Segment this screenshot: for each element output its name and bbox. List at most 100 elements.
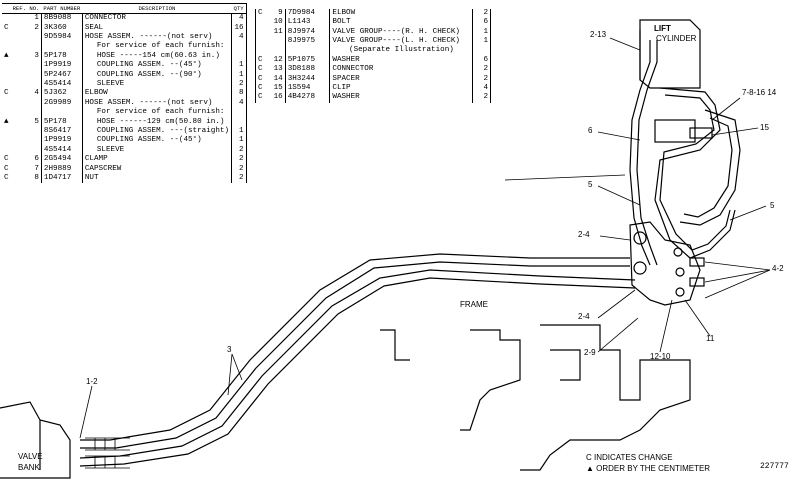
- description: SLEEVE: [96, 145, 125, 154]
- change-mark: C: [4, 23, 9, 32]
- table-row: 4S5414 SLEEVE 2: [2, 145, 247, 156]
- table-row: (Separate Illustration): [256, 46, 491, 56]
- description: SPACER: [332, 74, 360, 83]
- ref-no: 11: [269, 28, 286, 38]
- valve-group: [629, 221, 705, 306]
- callout-12-10: 12-10: [650, 352, 671, 361]
- quantity: 1: [231, 136, 247, 146]
- part-number: [41, 108, 83, 118]
- quantity: 2: [472, 93, 491, 103]
- description: COUPLING ASSEM. --(90°): [96, 70, 202, 79]
- callout-2-9: 2-9: [584, 348, 596, 357]
- lift-cylinder: [639, 19, 701, 89]
- description: HOSE ASSEM. ------(not serv): [84, 33, 213, 42]
- quantity: 4: [231, 33, 247, 43]
- part-number: 1P9919: [41, 61, 83, 71]
- quantity: 2: [231, 155, 247, 165]
- ref-no: 10: [269, 18, 286, 28]
- quantity: 2: [231, 174, 247, 184]
- description: CONNECTOR: [332, 65, 374, 74]
- ref-no: 9: [269, 9, 286, 19]
- description: WASHER: [332, 55, 360, 64]
- change-mark: C: [258, 55, 263, 64]
- quantity: 1: [472, 37, 491, 47]
- part-number: 5J362: [41, 89, 83, 99]
- part-number: 5P1075: [285, 56, 331, 66]
- description: HOSE -----154 cm(60.63 in.): [96, 51, 220, 60]
- change-mark: C: [258, 65, 263, 74]
- part-number: 3H3244: [285, 75, 331, 85]
- ref-no: 4: [10, 89, 42, 99]
- long-hoses: [79, 253, 636, 467]
- header-description: DESCRIPTION: [82, 2, 232, 15]
- part-number: 4S5414: [41, 146, 83, 156]
- valve-bank: [0, 401, 71, 479]
- part-number: 2G9989: [41, 99, 83, 109]
- frame-label: FRAME: [460, 300, 488, 309]
- quantity: 2: [231, 80, 247, 90]
- part-number: 2H9889: [41, 165, 83, 175]
- part-number: 7D9984: [285, 9, 331, 19]
- part-number: 5P178: [41, 52, 83, 62]
- header-part-number: PART NUMBER: [41, 2, 83, 15]
- valve-bank-label: VALVE: [18, 452, 43, 461]
- quantity: 2: [231, 146, 247, 156]
- description: HOSE ------129 cm(50.80 in.): [96, 117, 225, 126]
- ref-no: 7: [10, 165, 42, 175]
- description: COUPLING ASSEM. ---(straight): [96, 126, 230, 135]
- callout-5b: 5: [770, 201, 775, 210]
- ref-no: [10, 33, 42, 43]
- table-row: For service of each furnish:: [2, 108, 247, 118]
- callout-3: 3: [227, 345, 232, 354]
- lift-cylinder-label: LIFT: [654, 24, 671, 33]
- legend-change: C INDICATES CHANGE: [586, 453, 673, 462]
- quantity: 4: [231, 99, 247, 109]
- change-mark: ▲: [4, 51, 9, 60]
- ref-no: 14: [269, 75, 286, 85]
- part-number: 1D4717: [41, 174, 83, 184]
- ref-no: [10, 80, 42, 90]
- ref-no: 6: [10, 155, 42, 165]
- ref-no: [269, 37, 286, 47]
- ref-no: 13: [269, 65, 286, 75]
- part-number: 4B4278: [285, 93, 331, 103]
- callout-15: 15: [760, 123, 769, 132]
- ref-no: [10, 70, 42, 81]
- ref-no: [10, 145, 42, 156]
- description: SLEEVE: [96, 80, 125, 89]
- change-mark: ▲: [4, 117, 9, 126]
- description: CONNECTOR: [84, 14, 126, 23]
- quantity: 8: [231, 89, 247, 99]
- description: For service of each furnish:: [96, 108, 225, 117]
- callout-2-13: 2-13: [590, 30, 607, 39]
- quantity: [472, 46, 491, 56]
- description: VALVE GROUP----(R. H. CHECK): [332, 27, 460, 36]
- callout-5a: 5: [588, 180, 593, 189]
- description: For service of each furnish:: [96, 42, 225, 51]
- ref-no: [10, 61, 42, 71]
- ref-no: 16: [269, 93, 286, 103]
- quantity: 1: [231, 127, 247, 137]
- description: WASHER: [332, 93, 360, 102]
- quantity: 6: [472, 56, 491, 66]
- callout-6: 6: [588, 126, 593, 135]
- hose-couplings: [85, 437, 130, 469]
- description: NUT: [84, 173, 99, 182]
- quantity: 2: [472, 65, 491, 75]
- quantity: 6: [472, 18, 491, 28]
